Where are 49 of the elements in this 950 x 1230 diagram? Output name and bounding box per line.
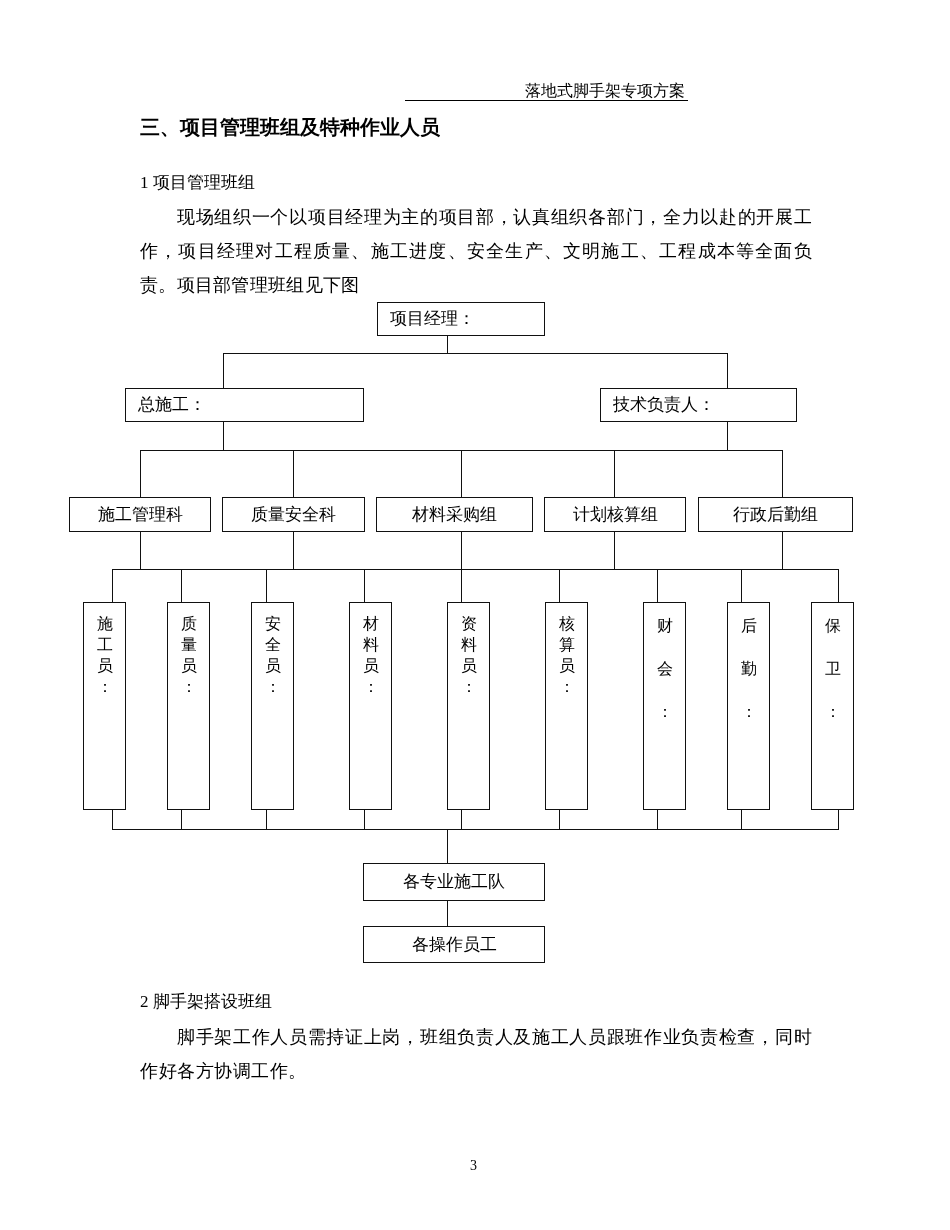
box-label: 施工员： [96, 614, 113, 697]
connector-line [727, 421, 783, 498]
org-box [544, 497, 686, 532]
connector-line [447, 335, 728, 389]
page-number: 3 [470, 1157, 477, 1175]
box-label: 质量员： [180, 614, 197, 697]
vertical-org-box [545, 602, 588, 810]
vertical-org-box [811, 602, 854, 810]
paragraph: 脚手架工作人员需持证上岗，班组负责人及施工人员跟班作业负责检查，同时作好各方协调工作。 [140, 1026, 812, 1083]
box-label: 项目经理： [389, 308, 475, 330]
vertical-org-box [727, 602, 770, 810]
vertical-org-box [643, 602, 686, 810]
box-label: 各操作员工 [411, 933, 497, 956]
vertical-org-box [349, 602, 392, 810]
vertical-org-box [83, 602, 126, 810]
box-label: 总施工： [137, 394, 206, 416]
org-box [698, 497, 853, 532]
org-box [363, 863, 545, 901]
box-label: 保卫： [824, 616, 841, 722]
subsection-heading: 2 脚手架搭设班组 [140, 991, 272, 1013]
box-label: 财会： [656, 616, 673, 722]
box-label: 施工管理科 [97, 503, 183, 526]
org-box [222, 497, 365, 532]
box-label: 各专业施工队 [403, 871, 505, 893]
connector-line [447, 900, 448, 927]
box-label: 计划核算组 [572, 503, 658, 526]
box-label: 材料员： [362, 614, 379, 697]
box-label: 材料采购组 [412, 503, 497, 526]
vertical-org-box [167, 602, 210, 810]
page-header-title: 落地式脚手架专项方案 [525, 83, 685, 99]
paragraph: 现场组织一个以项目经理为主的项目部，认真组织各部门，全力以赴的开展工作，项目经理对工程质量、施工进度、安全生产、文明施工、工程成本等全面负责。项目部管理班组见下图 [140, 206, 812, 297]
org-box [600, 388, 797, 422]
vertical-org-box [447, 602, 490, 810]
vertical-org-box [251, 602, 294, 810]
box-label: 行政后勤组 [733, 503, 818, 526]
org-box [377, 302, 545, 336]
org-box [363, 926, 545, 963]
org-box [125, 388, 364, 422]
org-box [376, 497, 533, 532]
box-label: 资料员： [460, 614, 477, 697]
box-label: 后勤： [740, 616, 757, 722]
box-label: 技术负责人： [612, 394, 715, 416]
box-label: 核算员： [558, 614, 575, 697]
subsection-heading: 1 项目管理班组 [140, 172, 255, 194]
connector-line [782, 531, 839, 603]
org-box [69, 497, 211, 532]
box-label: 安全员： [264, 614, 281, 697]
box-label: 质量安全科 [251, 503, 336, 526]
section-heading: 三、项目管理班组及特种作业人员 [140, 114, 440, 141]
